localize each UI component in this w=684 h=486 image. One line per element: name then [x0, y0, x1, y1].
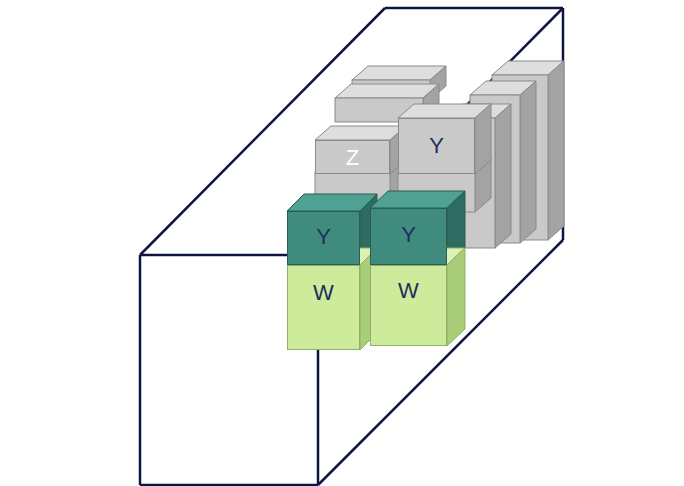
box-label: Y — [401, 224, 416, 246]
box-label: W — [398, 280, 419, 302]
box-side — [475, 104, 491, 174]
cargo-box: W — [287, 265, 360, 350]
box-label: Y — [429, 135, 444, 157]
box-side — [520, 81, 536, 243]
box-top — [335, 84, 439, 98]
cargo-box: Z — [315, 140, 390, 174]
cargo-box: Y — [398, 118, 475, 174]
cargo-box: Y — [287, 211, 360, 265]
cargo-box: Y — [370, 208, 447, 265]
container-frame — [140, 8, 563, 485]
box-side — [548, 61, 564, 240]
cargo-box: W — [370, 265, 447, 346]
box-side — [495, 104, 511, 248]
box-label: Z — [346, 147, 359, 169]
box-side — [447, 248, 465, 346]
box-label: Y — [316, 226, 331, 248]
container-edge — [385, 7, 563, 10]
box-label: W — [313, 282, 334, 304]
container-edge — [139, 255, 142, 485]
container-edge — [140, 484, 318, 486]
cargo — [287, 61, 564, 350]
